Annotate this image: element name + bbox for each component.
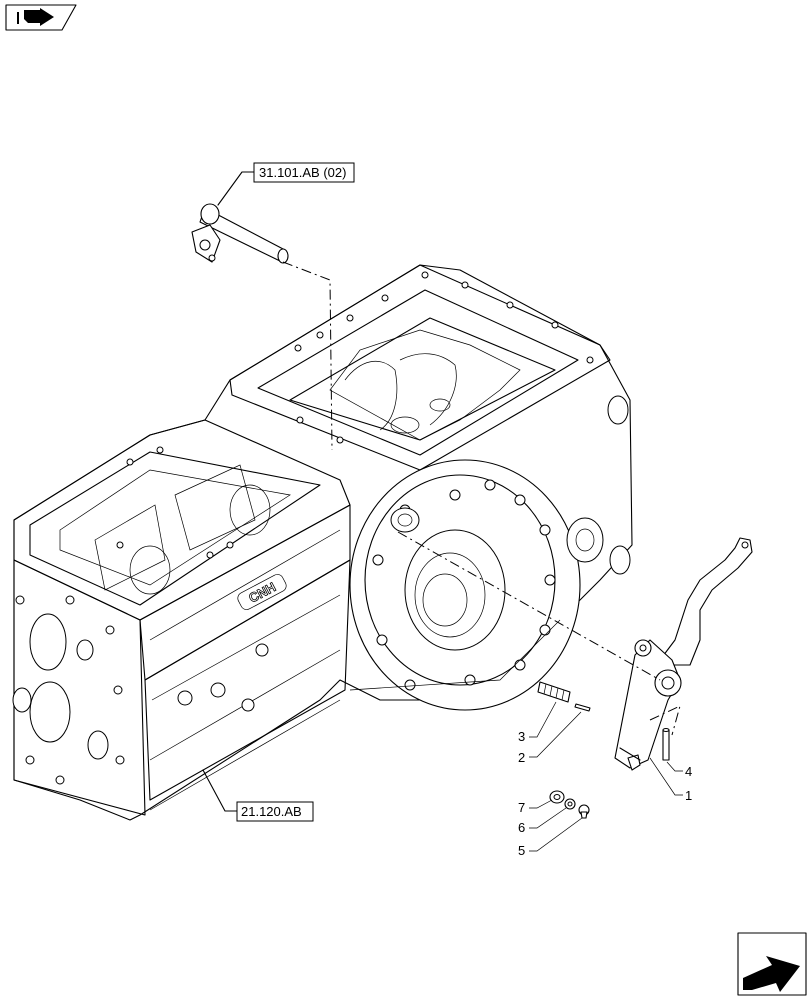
svg-text:4: 4: [685, 764, 692, 779]
callout-3: 3: [518, 701, 557, 744]
next-page-arrow-icon[interactable]: [737, 932, 807, 996]
transmission-housing: CNH: [12, 264, 633, 821]
screw-part-5: [578, 804, 590, 819]
svg-text:3: 3: [518, 729, 525, 744]
assembly-line-shaft: [282, 261, 333, 451]
callout-5: 5: [518, 817, 583, 858]
callout-6: 6: [518, 807, 567, 835]
reference-label-bottom: 21.120.AB: [241, 804, 302, 819]
callout-1: 1: [649, 757, 692, 803]
callout-4: 4: [666, 761, 692, 779]
svg-text:5: 5: [518, 843, 525, 858]
reference-label-top: 31.101.AB (02): [259, 165, 346, 180]
rear-flange: [349, 459, 581, 711]
callout-7: 7: [518, 799, 553, 815]
pin-part-2: [574, 703, 591, 712]
control-shaft-assembly: [191, 203, 289, 264]
washer-part-6: [564, 798, 576, 810]
pin-part-4: [662, 727, 670, 761]
svg-text:1: 1: [685, 788, 692, 803]
callout-2: 2: [518, 711, 582, 765]
nut-part-7: [549, 790, 565, 804]
lever-part-1: [614, 537, 753, 771]
reference-callout-top[interactable]: 31.101.AB (02): [217, 162, 355, 206]
book-arrow-icon[interactable]: [5, 4, 77, 31]
svg-text:6: 6: [518, 820, 525, 835]
svg-text:2: 2: [518, 750, 525, 765]
spring-part-3: [537, 681, 571, 703]
reference-callout-bottom[interactable]: 21.120.AB: [202, 769, 314, 822]
svg-text:7: 7: [518, 800, 525, 815]
